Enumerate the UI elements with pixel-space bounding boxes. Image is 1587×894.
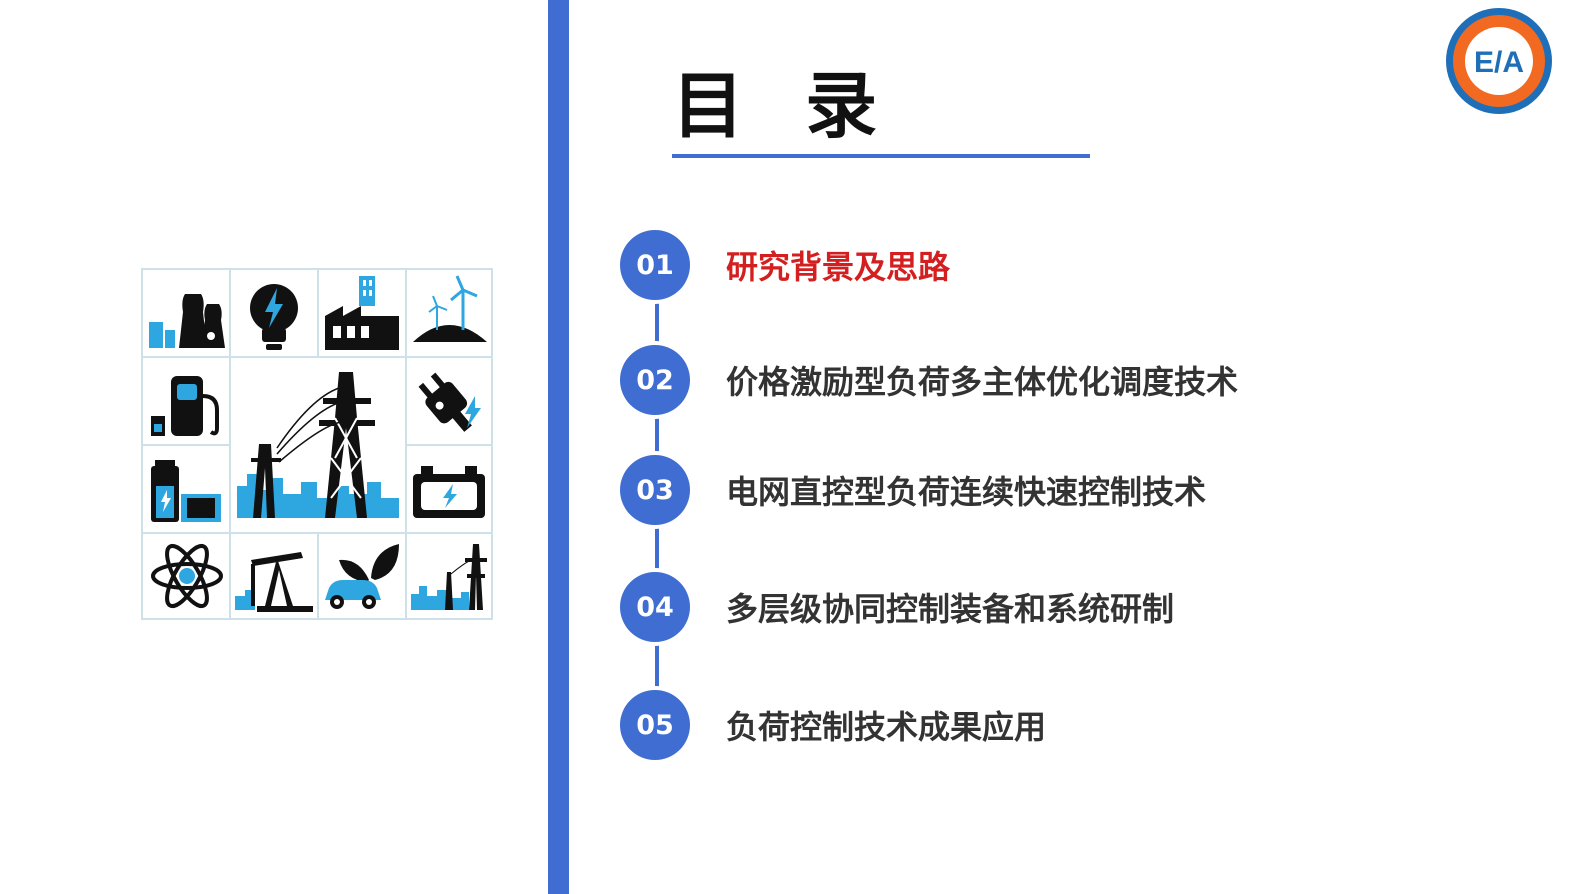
- toc-item-number: 02: [620, 345, 690, 415]
- wind-turbine-icon: [413, 275, 487, 342]
- vertical-divider: [548, 0, 569, 894]
- oil-pump-icon: [235, 552, 313, 612]
- battery-stack-icon: [151, 460, 221, 522]
- energy-icon-grid: [141, 268, 493, 620]
- lightbulb-icon: [250, 284, 298, 350]
- toc-item-label: 电网直控型负荷连续快速控制技术: [726, 473, 1207, 511]
- city-power-line-icon: [411, 544, 487, 610]
- toc-item-2[interactable]: 02 价格激励型负荷多主体优化调度技术: [620, 345, 1238, 415]
- fuel-pump-icon: [151, 376, 219, 436]
- toc-item-number: 01: [620, 230, 690, 300]
- atom-icon: [151, 543, 223, 609]
- toc-item-number: 04: [620, 572, 690, 642]
- nuclear-plant-icon: [149, 294, 225, 348]
- title-underline: [672, 154, 1090, 158]
- toc-item-3[interactable]: 03 电网直控型负荷连续快速控制技术: [620, 455, 1206, 525]
- page-title: 目 录: [672, 64, 896, 148]
- toc-item-4[interactable]: 04 多层级协同控制装备和系统研制: [620, 572, 1174, 642]
- toc-item-label: 负荷控制技术成果应用: [726, 708, 1047, 746]
- eco-car-icon: [325, 544, 399, 609]
- electric-plug-icon: [418, 372, 481, 432]
- toc-item-label: 研究背景及思路: [726, 248, 951, 286]
- toc-item-5[interactable]: 05 负荷控制技术成果应用: [620, 690, 1046, 760]
- power-tower-icon: [237, 372, 399, 518]
- toc-item-label: 价格激励型负荷多主体优化调度技术: [726, 363, 1239, 401]
- car-battery-icon: [413, 466, 485, 518]
- toc-item-label: 多层级协同控制装备和系统研制: [726, 590, 1175, 628]
- toc-item-number: 05: [620, 690, 690, 760]
- factory-icon: [325, 276, 399, 350]
- school-emblem-icon: E/A: [1446, 8, 1552, 114]
- toc-item-number: 03: [620, 455, 690, 525]
- logo-text: E/A: [1474, 46, 1524, 79]
- toc-item-1[interactable]: 01 研究背景及思路: [620, 230, 950, 300]
